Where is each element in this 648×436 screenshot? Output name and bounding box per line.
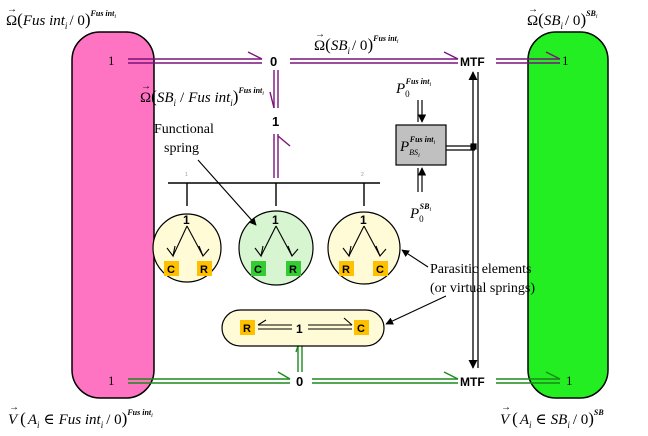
parasitic-pointer-capsule — [385, 295, 447, 325]
left-top-one: 1 — [108, 53, 115, 68]
r-label-capsule: R — [243, 323, 251, 335]
mtf-top-label: MTF — [460, 55, 485, 69]
c-label-right: C — [376, 264, 384, 276]
top-bond-right — [496, 51, 561, 64]
bottom-bond-mid — [312, 371, 459, 384]
v-right-vec: → — [501, 402, 511, 413]
right-top-one: 1 — [562, 53, 569, 68]
omega-sb-right-label: Ω(SBi/ 0)SBi — [527, 9, 598, 31]
circle-left-one: 1 — [183, 213, 190, 227]
c-tile-mid — [251, 261, 266, 276]
parasitic-pointer-circle — [401, 249, 429, 268]
vertical-bond-lower — [273, 134, 291, 178]
c-tile-left — [164, 261, 179, 276]
pbs-box — [395, 124, 447, 166]
pbs-label: PBSiFus inti — [399, 135, 436, 159]
v-left-label: V(Ai∈Fus inti/ 0)Fus inti — [8, 408, 153, 430]
omega-sb-top-vec: → — [315, 29, 325, 40]
mtf-connector — [468, 71, 479, 369]
left-bottom-one: 1 — [108, 373, 115, 388]
r-label-right: R — [342, 264, 350, 276]
p0-bottom-label: P0SBi — [409, 202, 431, 224]
fus-int-body-bar — [71, 31, 155, 399]
top-zero-junction: 0 — [270, 54, 277, 69]
functional-spring-line1: Functional — [154, 122, 214, 137]
p0-top-label: P0Fus inti — [395, 77, 431, 99]
r-tile-right — [339, 261, 354, 276]
circle-branches — [166, 225, 387, 258]
c-label-left: C — [167, 264, 175, 276]
c-label-capsule: C — [357, 323, 365, 335]
r-tile-left — [197, 261, 212, 276]
c-label-mid: C — [254, 264, 262, 276]
capsule-to-zero-bond — [295, 345, 303, 372]
r-label-left: R — [200, 264, 208, 276]
vertical-bond-upper — [269, 70, 279, 109]
bottom-zero-junction: 0 — [296, 374, 303, 389]
omega-mid-vec: → — [141, 81, 151, 92]
circle-right-one: 1 — [360, 213, 367, 227]
mid-one-junction: 1 — [272, 114, 279, 129]
pbs-to-mtf-link — [446, 143, 477, 151]
bottom-bond-right — [496, 371, 561, 384]
parasitic-capsule — [221, 309, 385, 347]
v-right-label: V(Ai∈SBi/ 0)SB — [500, 408, 604, 430]
r-label-mid: R — [289, 264, 297, 276]
right-bottom-one: 1 — [566, 373, 573, 388]
v-left-vec: → — [9, 402, 19, 413]
omega-mid-label: Ω(SBi/Fus inti)Fus inti — [140, 86, 264, 108]
parasitic-line1: Parasitic elements — [430, 262, 531, 277]
c-tile-capsule — [354, 320, 369, 335]
omega-sb-right-vec: → — [528, 4, 538, 15]
bus-tick-left: 1 — [185, 172, 188, 178]
p0-bottom-arrow — [417, 167, 427, 192]
mtf-bottom-label: MTF — [460, 375, 485, 389]
circle-mid-one: 1 — [272, 213, 279, 227]
bottom-bond-left — [128, 371, 291, 384]
c-tile-right — [373, 261, 388, 276]
functional-spring-pointer — [197, 159, 257, 226]
r-tile-mid — [286, 261, 301, 276]
capsule-one: 1 — [296, 322, 303, 336]
capsule-bonds — [257, 317, 353, 330]
sb-body-bar — [527, 31, 609, 399]
omega-fus-label: Ω(Fus inti/ 0)Fus inti — [6, 9, 116, 31]
omega-fus-vec: → — [7, 4, 17, 15]
top-bond-left — [128, 51, 263, 64]
top-bond-mid — [290, 51, 459, 64]
omega-sb-top-label: Ω(SBi/ 0)Fus inti — [314, 34, 399, 56]
bus-tick-right: 2 — [361, 172, 364, 178]
functional-spring-line2: spring — [164, 141, 199, 156]
parasitic-line2: (or virtual springs) — [430, 281, 535, 296]
r-tile-capsule — [240, 320, 255, 335]
spring-bus — [168, 182, 380, 206]
p0-top-arrow — [417, 100, 427, 123]
